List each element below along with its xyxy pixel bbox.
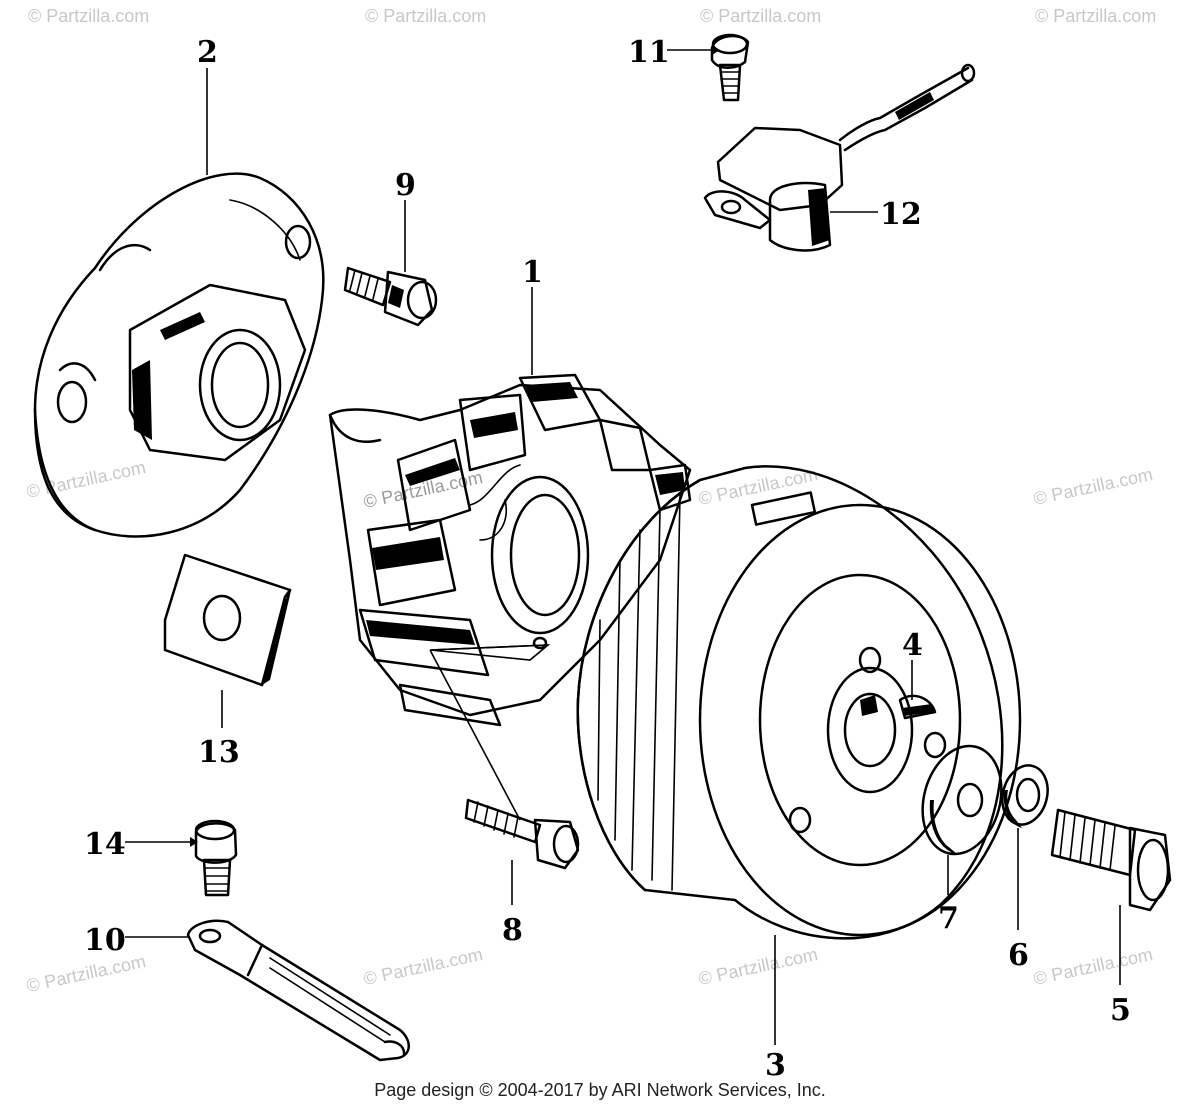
watermark: © Partzilla.com (1032, 464, 1155, 509)
callout-labels: 2 1 9 11 12 13 14 10 8 3 4 7 6 5 (84, 35, 1131, 1083)
callout-6[interactable]: 6 (1008, 938, 1029, 973)
callout-3[interactable]: 3 (765, 1048, 786, 1083)
callout-4[interactable]: 4 (902, 628, 923, 663)
part-5-bolt[interactable] (1050, 808, 1172, 912)
callout-2[interactable]: 2 (197, 35, 218, 70)
part-13-grommet-pad[interactable] (163, 553, 292, 687)
watermark: © Partzilla.com (1032, 944, 1155, 989)
part-3-flywheel-rotor[interactable] (576, 465, 1022, 940)
callout-8[interactable]: 8 (502, 913, 523, 948)
copyright-footer: Page design © 2004-2017 by ARI Network S… (374, 1080, 826, 1100)
part-1-stator-assembly[interactable] (328, 373, 692, 727)
callout-1[interactable]: 1 (522, 255, 543, 290)
part-4-woodruff-key[interactable] (898, 694, 937, 720)
callout-11[interactable]: 11 (628, 35, 670, 70)
watermark: © Partzilla.com (362, 944, 485, 989)
callout-12[interactable]: 12 (880, 197, 922, 232)
callout-10[interactable]: 10 (84, 923, 126, 958)
part-11-screw[interactable] (710, 33, 750, 102)
watermark: © Partzilla.com (28, 6, 149, 26)
part-7-washer[interactable] (911, 737, 1013, 863)
callout-14[interactable]: 14 (84, 827, 126, 862)
watermark: © Partzilla.com (700, 6, 821, 26)
part-2-stator-base-plate[interactable] (33, 172, 325, 538)
callout-9[interactable]: 9 (395, 168, 416, 203)
leader-lines (125, 45, 1121, 1045)
part-14-bolt[interactable] (194, 819, 238, 897)
watermarks: © Partzilla.com © Partzilla.com © Partzi… (25, 6, 1157, 996)
callout-13[interactable]: 13 (198, 735, 240, 770)
part-6-lock-washer[interactable] (996, 760, 1054, 829)
watermark: © Partzilla.com (697, 944, 820, 989)
part-9-screw[interactable] (343, 266, 438, 327)
watermark: © Partzilla.com (1035, 6, 1156, 26)
part-8-screw[interactable] (464, 798, 580, 870)
watermark: © Partzilla.com (365, 6, 486, 26)
callout-7[interactable]: 7 (938, 901, 959, 936)
callout-5[interactable]: 5 (1110, 993, 1131, 1028)
part-12-pulser-coil[interactable] (703, 63, 976, 252)
part-10-holder-tool[interactable] (186, 919, 410, 1062)
